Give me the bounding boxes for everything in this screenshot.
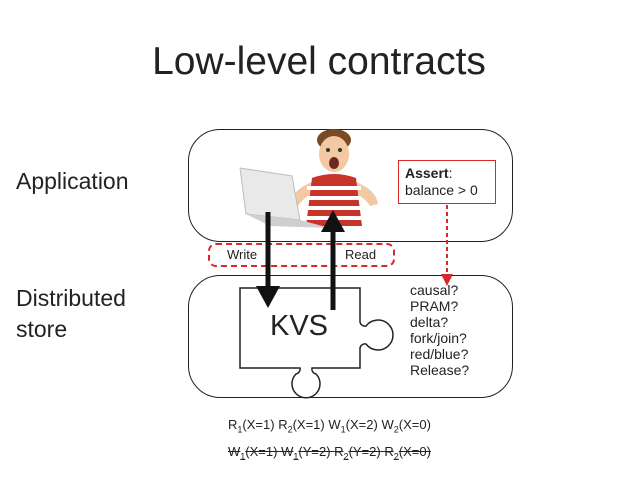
process-subscript: 2 — [393, 424, 399, 435]
process-subscript: 1 — [237, 424, 243, 435]
process-subscript: 1 — [240, 451, 246, 462]
puzzle-piece-icon — [239, 287, 394, 399]
process-subscript: 1 — [340, 424, 346, 435]
child-at-laptop-photo — [239, 129, 378, 228]
assert-keyword: Assert — [405, 165, 449, 181]
history-op-text: (X=0) — [398, 444, 431, 459]
assert-colon: : — [448, 165, 453, 181]
history-valid: R1(X=1) R2(X=1) W1(X=2) W2(X=0) — [228, 417, 431, 435]
process-subscript: 1 — [293, 451, 299, 462]
history-op-text: R — [278, 417, 288, 432]
process-subscript: 2 — [287, 424, 293, 435]
history-op-text: R — [384, 444, 394, 459]
slide-title: Low-level contracts — [152, 40, 486, 83]
read-label: Read — [345, 247, 377, 262]
write-label: Write — [227, 247, 258, 262]
consistency-item: red/blue? — [410, 346, 469, 362]
write-arrow — [256, 212, 280, 308]
history-op-text: W — [328, 417, 341, 432]
store-label-line2: store — [16, 316, 68, 342]
assert-condition: balance > 0 — [405, 182, 478, 198]
consistency-item: PRAM? — [410, 298, 459, 314]
assert-to-consistency-arrow — [441, 205, 453, 286]
history-op-text: W — [228, 444, 241, 459]
consistency-item: fork/join? — [410, 330, 467, 346]
history-op-text: (X=1) — [245, 444, 278, 459]
history-op-text: (X=1) — [242, 417, 275, 432]
assert-box: Assert: balance > 0 — [398, 160, 496, 204]
consistency-item: Release? — [410, 362, 470, 378]
read-write-channel — [208, 243, 395, 267]
history-op-text: R — [334, 444, 344, 459]
process-subscript: 2 — [393, 451, 399, 462]
consistency-model-list: causal? PRAM? delta? fork/join? red/blue… — [410, 282, 469, 378]
history-op-text: R — [228, 417, 238, 432]
consistency-item: causal? — [410, 282, 459, 298]
history-op-text: W — [381, 417, 394, 432]
history-op-text: (Y=2) — [348, 444, 381, 459]
application-layer-label: Application — [16, 168, 129, 194]
history-op-text: (X=2) — [345, 417, 378, 432]
history-op-text: (X=1) — [292, 417, 325, 432]
distributed-store-label: Distributed store — [16, 283, 126, 345]
process-subscript: 2 — [343, 451, 349, 462]
consistency-item: delta? — [410, 314, 449, 330]
history-op-text: W — [281, 444, 294, 459]
store-label-line1: Distributed — [16, 285, 126, 311]
read-arrow — [321, 210, 345, 310]
history-op-text: (X=0) — [398, 417, 431, 432]
history-op-text: (Y=2) — [298, 444, 331, 459]
kvs-label: KVS — [270, 310, 329, 342]
history-struck: W1(X=1) W1(Y=2) R2(Y=2) R2(X=0) — [228, 444, 431, 462]
